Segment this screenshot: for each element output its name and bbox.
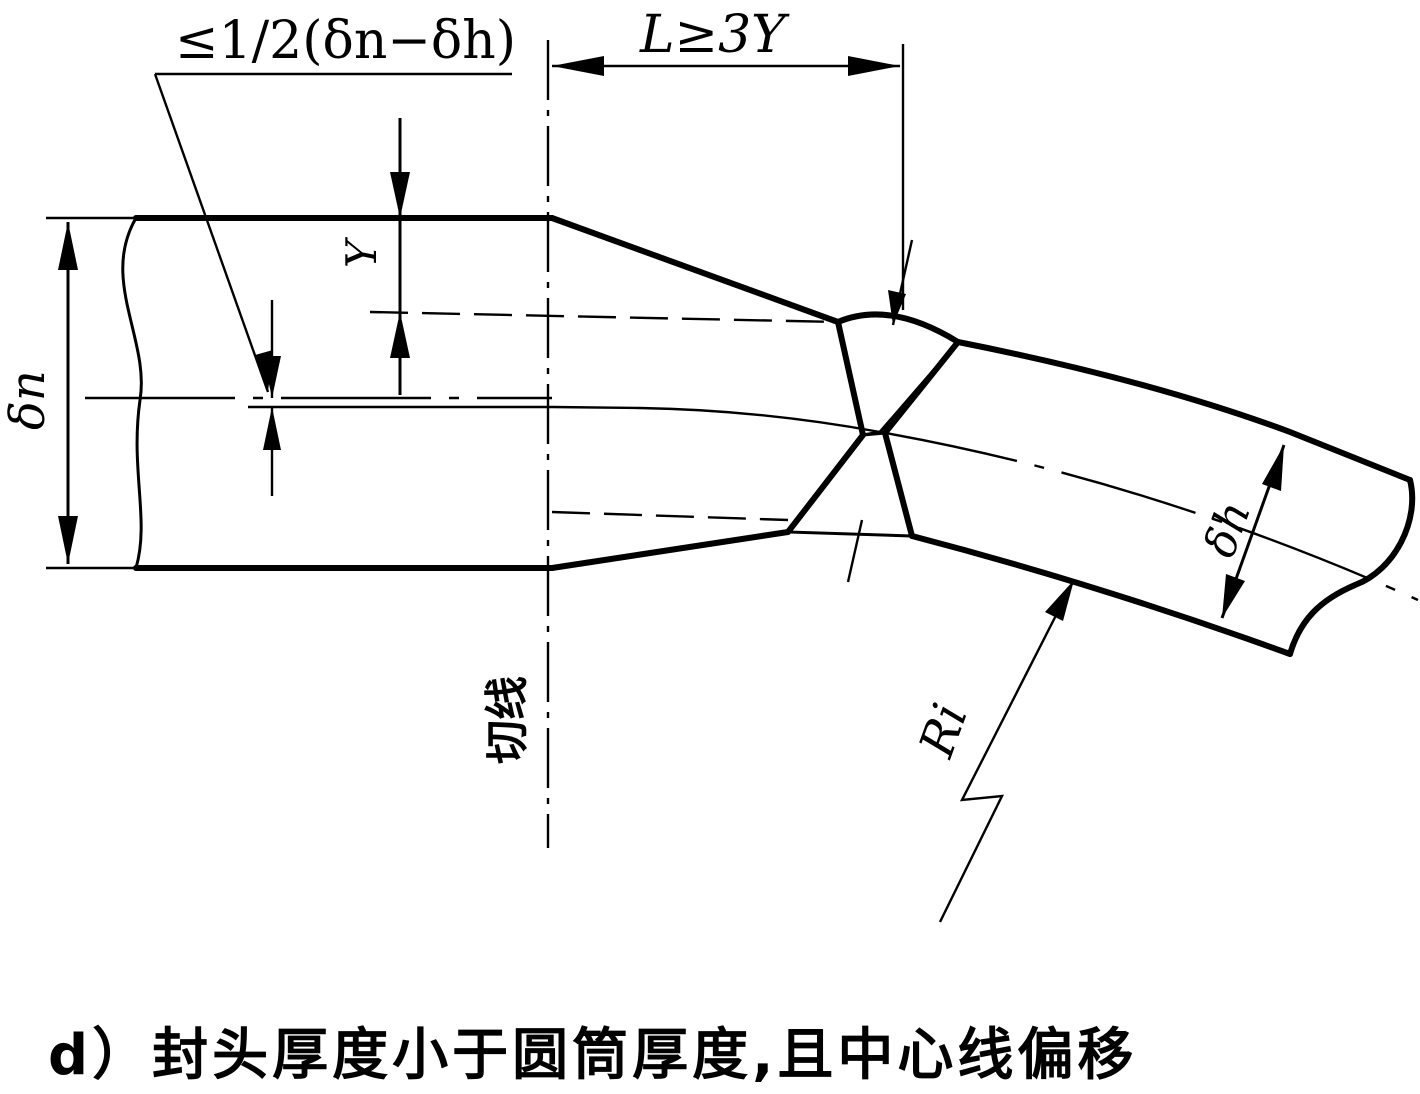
offset-arrow-bottom	[263, 407, 281, 450]
tangent-line-label: 切线	[482, 676, 533, 764]
delta-h-arrow-bottom	[1222, 574, 1245, 618]
delta-h-arrow-top	[1262, 445, 1284, 491]
radius-label: Ri	[908, 697, 979, 765]
radius-arrow	[1045, 580, 1074, 621]
head-inner-edge	[909, 533, 1293, 657]
dashed-line-upper	[369, 310, 839, 324]
y-label: Y	[337, 236, 386, 268]
delta-n-arrow-bottom	[58, 516, 78, 564]
delta-h-label: δh	[1194, 495, 1261, 564]
dashed-line-lower	[551, 510, 789, 522]
radius-leader	[938, 579, 1076, 923]
l-arrow-left	[552, 56, 604, 76]
length-rule-label: L≥3Y	[639, 5, 790, 65]
weld-groove-left	[785, 319, 866, 535]
taper-bottom-edge	[549, 529, 791, 571]
weld-tick	[846, 519, 864, 583]
l-arrow-right	[848, 56, 900, 76]
l-leader-arrow	[888, 290, 906, 325]
offset-leader-arrow	[255, 350, 273, 392]
head-outer-edge	[955, 339, 1413, 483]
taper-top-edge	[549, 215, 841, 325]
delta-n-label: δn	[0, 370, 56, 430]
delta-n-arrow-top	[58, 222, 78, 270]
y-arrow-top	[390, 172, 410, 218]
y-arrow-bottom	[390, 312, 410, 358]
head-centerline	[879, 430, 1419, 602]
offset-centerline	[248, 405, 881, 434]
figure-caption: d）封头厚度小于圆筒厚度,且中心线偏移	[48, 1023, 1137, 1088]
offset-limit-label: ≤1/2(δn−δh)	[175, 11, 516, 71]
shell-break-line	[121, 217, 143, 569]
weld-cap	[835, 311, 961, 345]
head-break-line	[1287, 477, 1416, 657]
offset-leader	[153, 72, 512, 393]
